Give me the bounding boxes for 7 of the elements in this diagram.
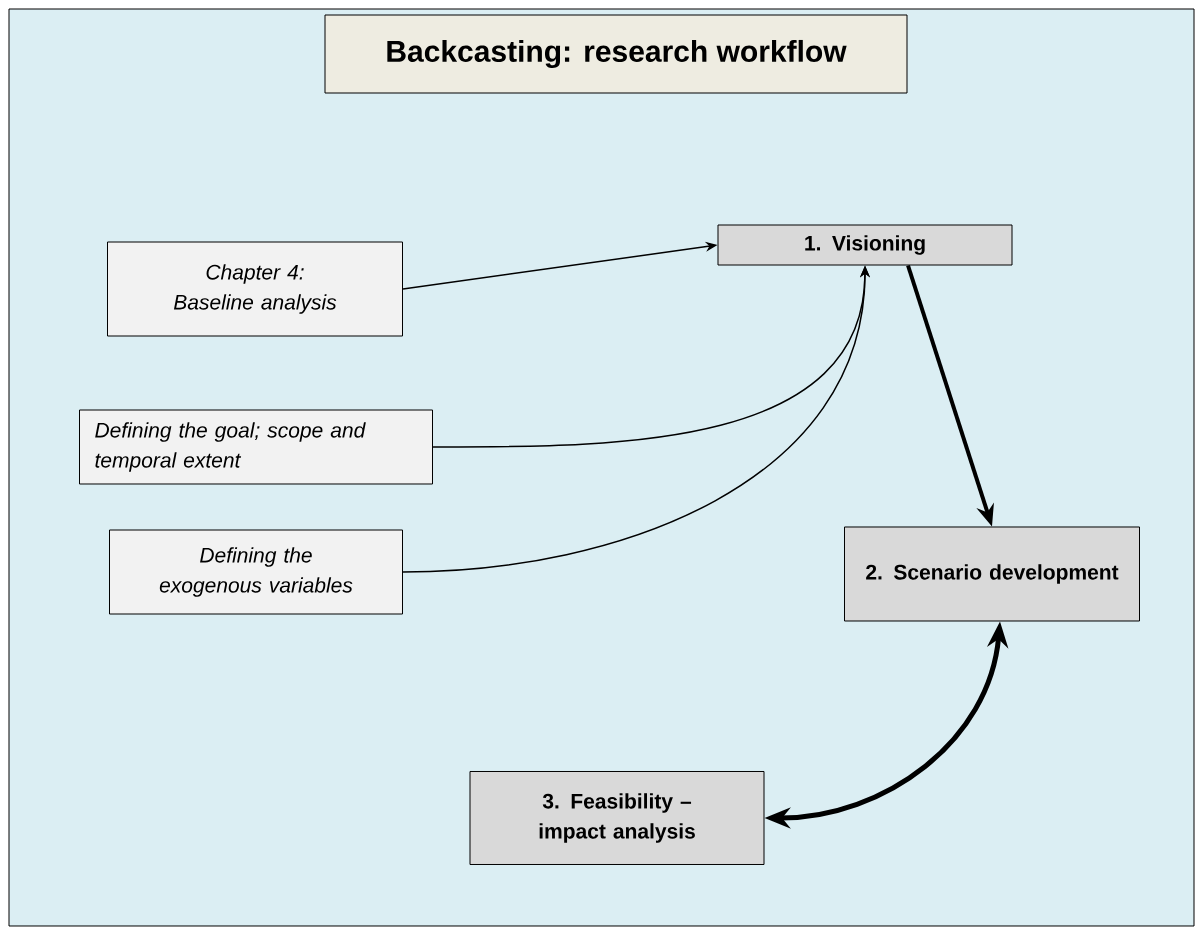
- step-box: 1. Visioning: [717, 224, 1013, 266]
- input-box: Chapter 4: Baseline analysis: [107, 241, 403, 337]
- input-box: Defining the goal; scope and temporal extent: [79, 409, 433, 485]
- step-box: 2. Scenario development: [844, 526, 1140, 622]
- step-box: 3. Feasibility – impact analysis: [469, 771, 765, 865]
- input-box: Defining the exogenous variables: [109, 529, 403, 615]
- title-box: Backcasting: research workflow: [324, 14, 908, 94]
